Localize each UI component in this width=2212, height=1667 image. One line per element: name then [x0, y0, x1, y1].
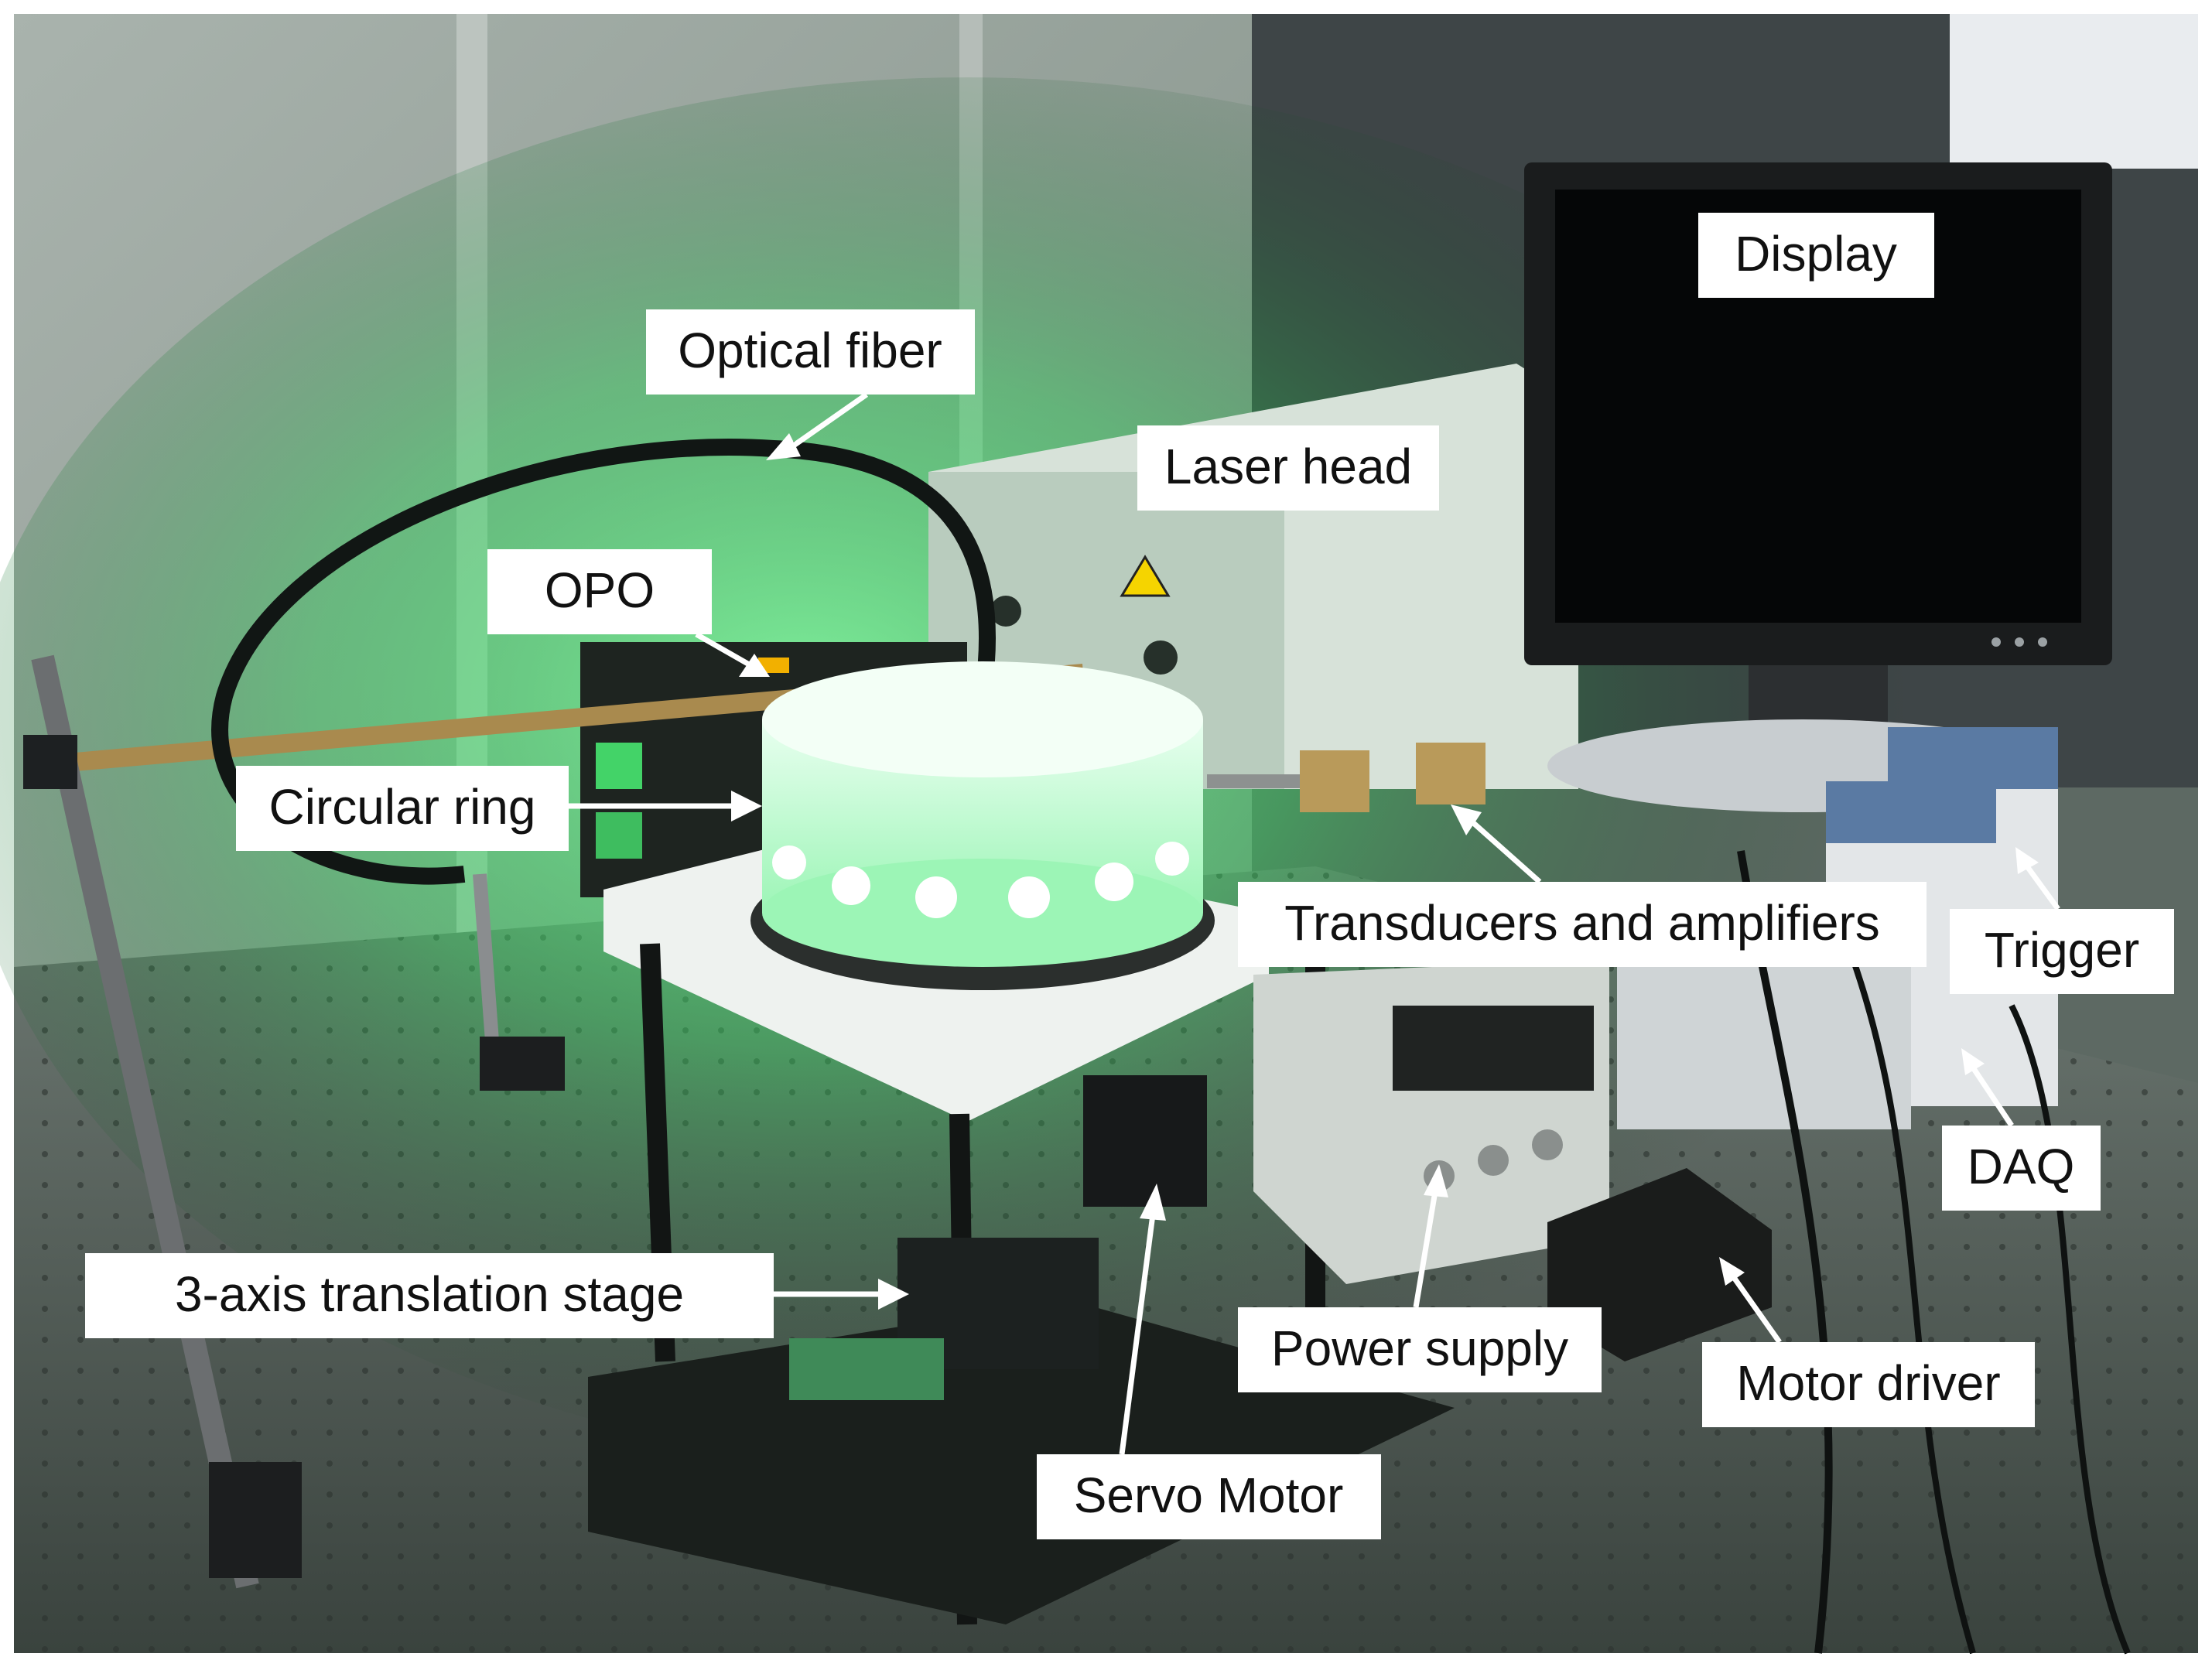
trigger-unit: [1888, 727, 2058, 789]
label-optical-fiber-text: Optical fiber: [678, 323, 942, 378]
label-power-supply-text: Power supply: [1271, 1320, 1568, 1376]
label-motor-driver: Motor driver: [1702, 1342, 2035, 1427]
monitor-button: [2038, 637, 2047, 647]
daq-top: [1826, 781, 1996, 843]
monitor-button: [1991, 637, 2001, 647]
transducer: [1416, 743, 1485, 804]
label-laser-head-text: Laser head: [1164, 439, 1412, 494]
label-servo-motor: Servo Motor: [1037, 1454, 1381, 1539]
cables: [2009, 1004, 2131, 1655]
post-left: [31, 654, 259, 1589]
ring-window: [1008, 876, 1050, 918]
label-trigger: Trigger: [1950, 909, 2174, 994]
arrow-motor-driver: [1731, 1274, 1782, 1344]
arrow-trigger-head: [2015, 847, 2039, 874]
ring-top: [762, 661, 1203, 777]
label-power-supply: Power supply: [1238, 1307, 1602, 1392]
laser-head-port: [1144, 640, 1178, 675]
arrow-daq: [1971, 1066, 2014, 1127]
post-clamp: [23, 735, 77, 789]
arrow-servo-motor: [1119, 1214, 1156, 1455]
ring-window: [832, 866, 870, 905]
power-supply-knob: [1478, 1145, 1509, 1176]
ring-window: [1095, 863, 1133, 901]
opo-control: [596, 812, 642, 859]
label-laser-head: Laser head: [1137, 425, 1439, 511]
ring-window: [1155, 842, 1189, 876]
paper-sheet: [1950, 14, 2198, 169]
servo-motor: [1083, 1075, 1207, 1207]
label-transducers: Transducers and amplifiers: [1238, 882, 1927, 967]
label-opo: OPO: [487, 549, 712, 634]
arrow-transducers: [1468, 818, 1542, 884]
ring-window: [772, 845, 806, 880]
label-translation-stage-text: 3-axis translation stage: [175, 1266, 684, 1322]
label-opo-text: OPO: [545, 562, 655, 618]
arrow-servo-motor-head: [1140, 1184, 1166, 1221]
arrow-opo: [695, 631, 752, 668]
arrow-transducers-head: [1451, 804, 1482, 835]
post-base: [480, 1037, 565, 1091]
cables: [1838, 927, 1976, 1655]
label-trigger-text: Trigger: [1985, 922, 2139, 978]
arrow-circular-ring-head: [731, 791, 762, 822]
ring-window: [915, 876, 957, 918]
monitor-button: [2015, 637, 2024, 647]
label-display: Display: [1698, 213, 1934, 298]
ring-bottom: [762, 859, 1203, 967]
label-motor-driver-text: Motor driver: [1736, 1355, 2000, 1411]
label-circular-ring: Circular ring: [236, 766, 569, 851]
arrow-power-supply-head: [1424, 1164, 1448, 1197]
arrow-opo-head: [739, 654, 770, 677]
arrow-power-supply: [1413, 1190, 1438, 1308]
laser-head-port: [990, 596, 1021, 627]
arrow-translation-stage-head: [878, 1279, 909, 1310]
label-daq: DAQ: [1942, 1126, 2101, 1211]
post-base: [209, 1462, 302, 1578]
motor-driver-body: [1547, 1168, 1772, 1361]
label-servo-motor-text: Servo Motor: [1074, 1467, 1344, 1523]
label-optical-fiber: Optical fiber: [646, 309, 975, 395]
label-display-text: Display: [1735, 226, 1897, 282]
power-supply-knob: [1532, 1129, 1563, 1160]
arrow-motor-driver-head: [1719, 1257, 1745, 1286]
arrow-daq-head: [1961, 1048, 1985, 1075]
transducer: [1300, 750, 1369, 812]
opo-control: [596, 743, 642, 789]
label-daq-text: DAQ: [1968, 1139, 2075, 1194]
label-circular-ring-text: Circular ring: [269, 779, 536, 835]
translation-stage-carriage: [789, 1338, 944, 1400]
power-supply-display: [1393, 1006, 1594, 1091]
opo-indicator: [758, 658, 789, 673]
arrow-optical-fiber: [787, 392, 869, 451]
arrow-optical-fiber-head: [766, 433, 801, 460]
arrow-trigger: [2025, 864, 2060, 911]
label-translation-stage: 3-axis translation stage: [85, 1253, 774, 1338]
label-transducers-text: Transducers and amplifiers: [1284, 895, 1880, 951]
laser-warning-sign: [1120, 555, 1171, 597]
